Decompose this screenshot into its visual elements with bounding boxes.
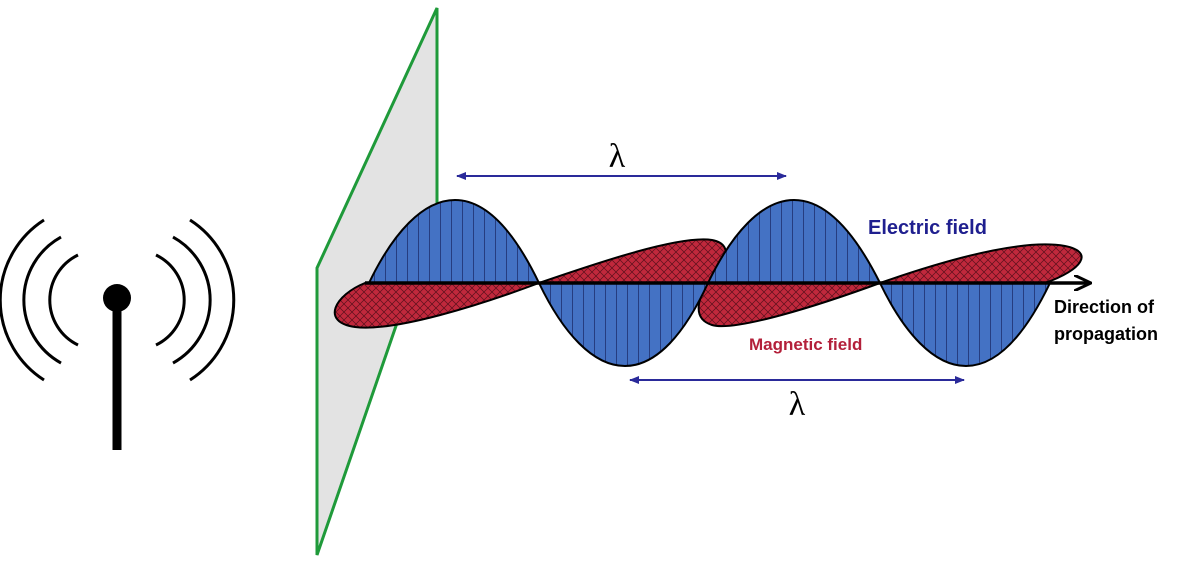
direction-label-line2: propagation — [1054, 324, 1158, 344]
electric-field-label: Electric field — [868, 217, 987, 239]
magnetic-field-wave — [333, 238, 1083, 329]
wavelength-label-top: λ — [609, 138, 626, 175]
magnetic-field-label: Magnetic field — [749, 335, 862, 354]
electric-field-wave — [367, 198, 1052, 368]
wavelength-label-bottom: λ — [789, 386, 806, 423]
broadcast-antenna-icon — [0, 218, 236, 450]
direction-label-line1: Direction of — [1054, 297, 1155, 317]
